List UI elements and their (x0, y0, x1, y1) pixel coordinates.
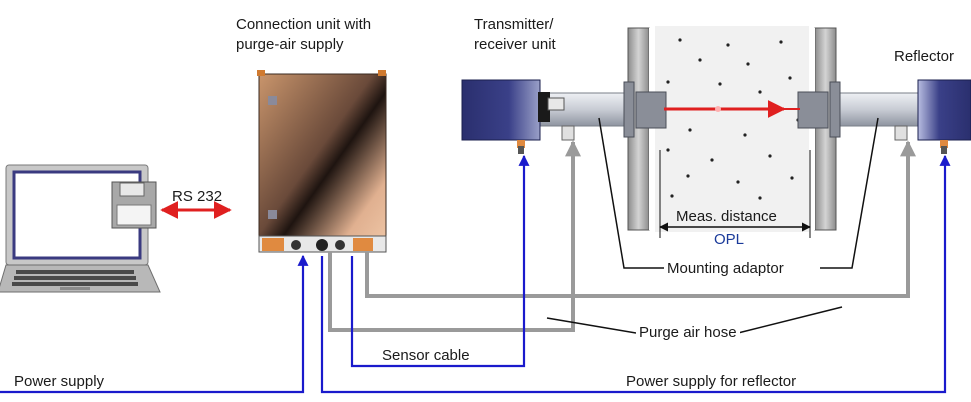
electrical-cables (0, 154, 951, 394)
label-reflector: Reflector (894, 48, 955, 65)
label-transmitter-line2: receiver unit (474, 36, 556, 53)
label-mounting-adaptor: Mounting adaptor (664, 260, 787, 278)
label-purge-air-hose: Purge air hose (636, 324, 740, 342)
purge-air-hoses (328, 140, 916, 332)
label-transmitter-line1: Transmitter/ (474, 16, 554, 33)
label-power-supply: Power supply (14, 373, 105, 390)
callout-lines (546, 117, 879, 334)
connection-unit (257, 70, 387, 253)
mounting-flanges (623, 81, 841, 138)
label-meas-distance: Meas. distance (676, 208, 777, 225)
duct (627, 26, 837, 232)
label-opl: OPL (714, 231, 745, 248)
label-sensor-cable: Sensor cable (382, 347, 470, 364)
label-power-supply-reflector: Power supply for reflector (626, 373, 797, 390)
transmitter-receiver-unit (461, 79, 575, 154)
particle-dots (666, 38, 800, 200)
beam-highlight (715, 106, 721, 112)
label-rs232: RS 232 (172, 188, 223, 205)
label-connection-unit-line1: Connection unit with (236, 16, 372, 33)
label-connection-unit-line2: purge-air supply (236, 36, 344, 53)
floppy-disk-icon (111, 181, 157, 229)
reflector-unit (894, 79, 971, 154)
